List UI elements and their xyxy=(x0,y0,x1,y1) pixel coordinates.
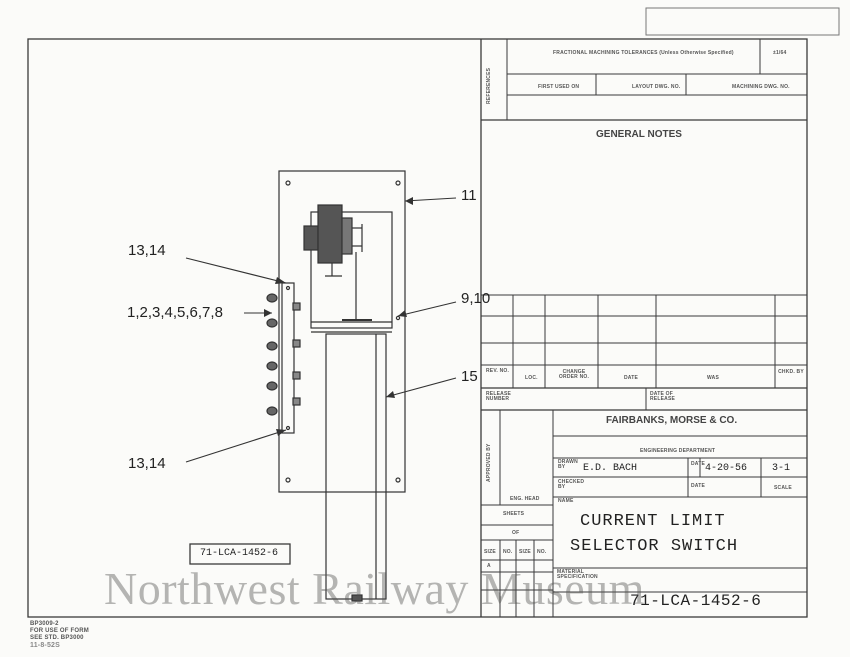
approved-by-label: APPROVED BY xyxy=(486,443,492,482)
tolerance-text: FRACTIONAL MACHINING TOLERANCES (Unless … xyxy=(553,50,734,56)
corner-note-2: FOR USE OF FORM xyxy=(30,628,89,634)
was-header: WAS xyxy=(707,375,719,381)
of-label: OF xyxy=(512,530,520,536)
release-number-label: RELEASE NUMBER xyxy=(486,391,512,402)
size-header-1: SIZE xyxy=(484,549,496,555)
leader-arrows xyxy=(264,197,413,436)
general-notes-title: GENERAL NOTES xyxy=(596,129,682,140)
top-stamp-box xyxy=(645,7,840,36)
size-header-2: SIZE xyxy=(519,549,531,555)
size-a: A xyxy=(487,563,491,569)
date2-label: DATE xyxy=(691,483,706,489)
border-frame xyxy=(27,38,808,618)
scale-value: 3-1 xyxy=(772,463,791,474)
callout-13-14-top: 13,14 xyxy=(128,242,166,259)
eng-head-label: ENG. HEAD xyxy=(510,496,540,502)
date-value: 4-20-56 xyxy=(705,463,748,474)
chkd-by-header: CHKD. BY xyxy=(778,369,804,375)
date-label: DATE xyxy=(691,461,706,467)
callout-11: 11 xyxy=(461,187,477,204)
no-header: NO. xyxy=(503,549,513,555)
layout-dwg-no: LAYOUT DWG. NO. xyxy=(632,84,681,90)
leader-lines xyxy=(185,197,457,463)
name-label: NAME xyxy=(558,498,574,504)
rev-no-header: REV. NO. xyxy=(486,368,510,374)
title-line-2: SELECTOR SWITCH xyxy=(570,537,739,556)
dwg-label: 71-LCA-1452-6 xyxy=(200,548,279,559)
museum-watermark: Northwest Railway Museum xyxy=(104,563,645,614)
drawn-by-value: E.D. BACH xyxy=(583,463,638,474)
sheets-label: SHEETS xyxy=(503,511,525,517)
corner-note-1: BP3009-2 xyxy=(30,621,59,627)
corner-note-3: SEE STD. BP3000 xyxy=(30,635,84,641)
callout-1-to-8: 1,2,3,4,5,6,7,8 xyxy=(127,304,223,321)
change-order-header: CHANGE ORDER NO. xyxy=(558,369,590,380)
references-label: REFERENCES xyxy=(486,67,492,104)
date-of-release-label: DATE OF RELEASE xyxy=(650,391,676,402)
dwg-number-box xyxy=(189,543,291,565)
title-block-dwg-number: 71-LCA-1452-6 xyxy=(630,592,762,610)
callout-13-14-bottom: 13,14 xyxy=(128,455,166,472)
machining-dwg-no: MACHINING DWG. NO. xyxy=(732,84,790,90)
switch-panel xyxy=(266,170,406,602)
callout-15: 15 xyxy=(461,368,478,385)
material-spec-label: MATERIAL SPECIFICATION xyxy=(557,569,598,580)
corner-note-4: 11-8-52S xyxy=(30,642,61,649)
engineering-department: ENGINEERING DEPARTMENT xyxy=(640,448,716,454)
checked-by-label: CHECKED BY xyxy=(558,479,585,490)
company-name: FAIRBANKS, MORSE & CO. xyxy=(606,415,738,426)
date-header: DATE xyxy=(624,375,639,381)
drawn-by-label: DRAWN BY xyxy=(558,459,578,470)
loc-header: LOC. xyxy=(525,375,538,381)
no-header-2: NO. xyxy=(537,549,547,555)
title-line-1: CURRENT LIMIT xyxy=(580,512,726,531)
tolerance-value: ±1/64 xyxy=(773,50,787,56)
first-used-on: FIRST USED ON xyxy=(538,84,580,90)
scale-label: SCALE xyxy=(774,485,792,491)
callout-9-10: 9,10 xyxy=(461,290,491,307)
